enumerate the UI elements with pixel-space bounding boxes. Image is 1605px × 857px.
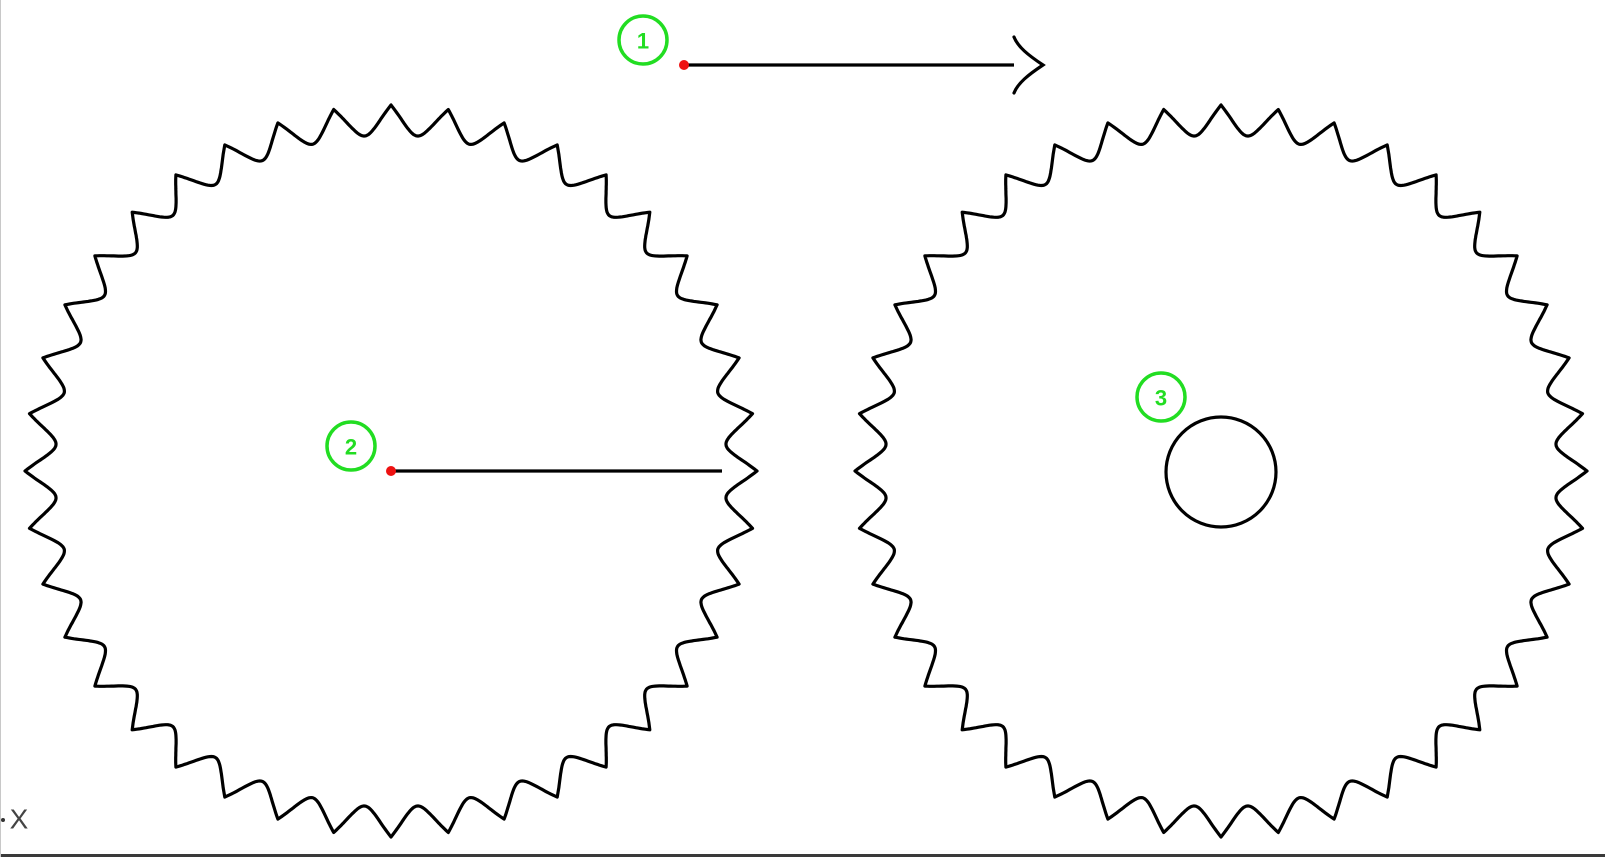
left-gear-outline[interactable] [23,103,759,839]
right-gear-outline[interactable] [853,103,1589,839]
step-label-2-text: 2 [345,435,357,460]
center-hole-circle[interactable] [1164,415,1278,529]
start-point-marker[interactable] [679,60,689,70]
axis-marker: X [1,804,29,835]
step-label-1: 1 [617,14,669,66]
direction-arrow[interactable] [684,35,1046,95]
center-point-marker[interactable] [386,466,396,476]
step-label-3-text: 3 [1155,386,1167,411]
step-label-1-text: 1 [637,29,649,54]
axis-x-label: X [10,804,29,835]
canvas-bottom-border [1,854,1605,857]
step-label-2: 2 [325,420,377,472]
step-label-3: 3 [1135,371,1187,423]
arrow-head-icon [1012,35,1046,95]
